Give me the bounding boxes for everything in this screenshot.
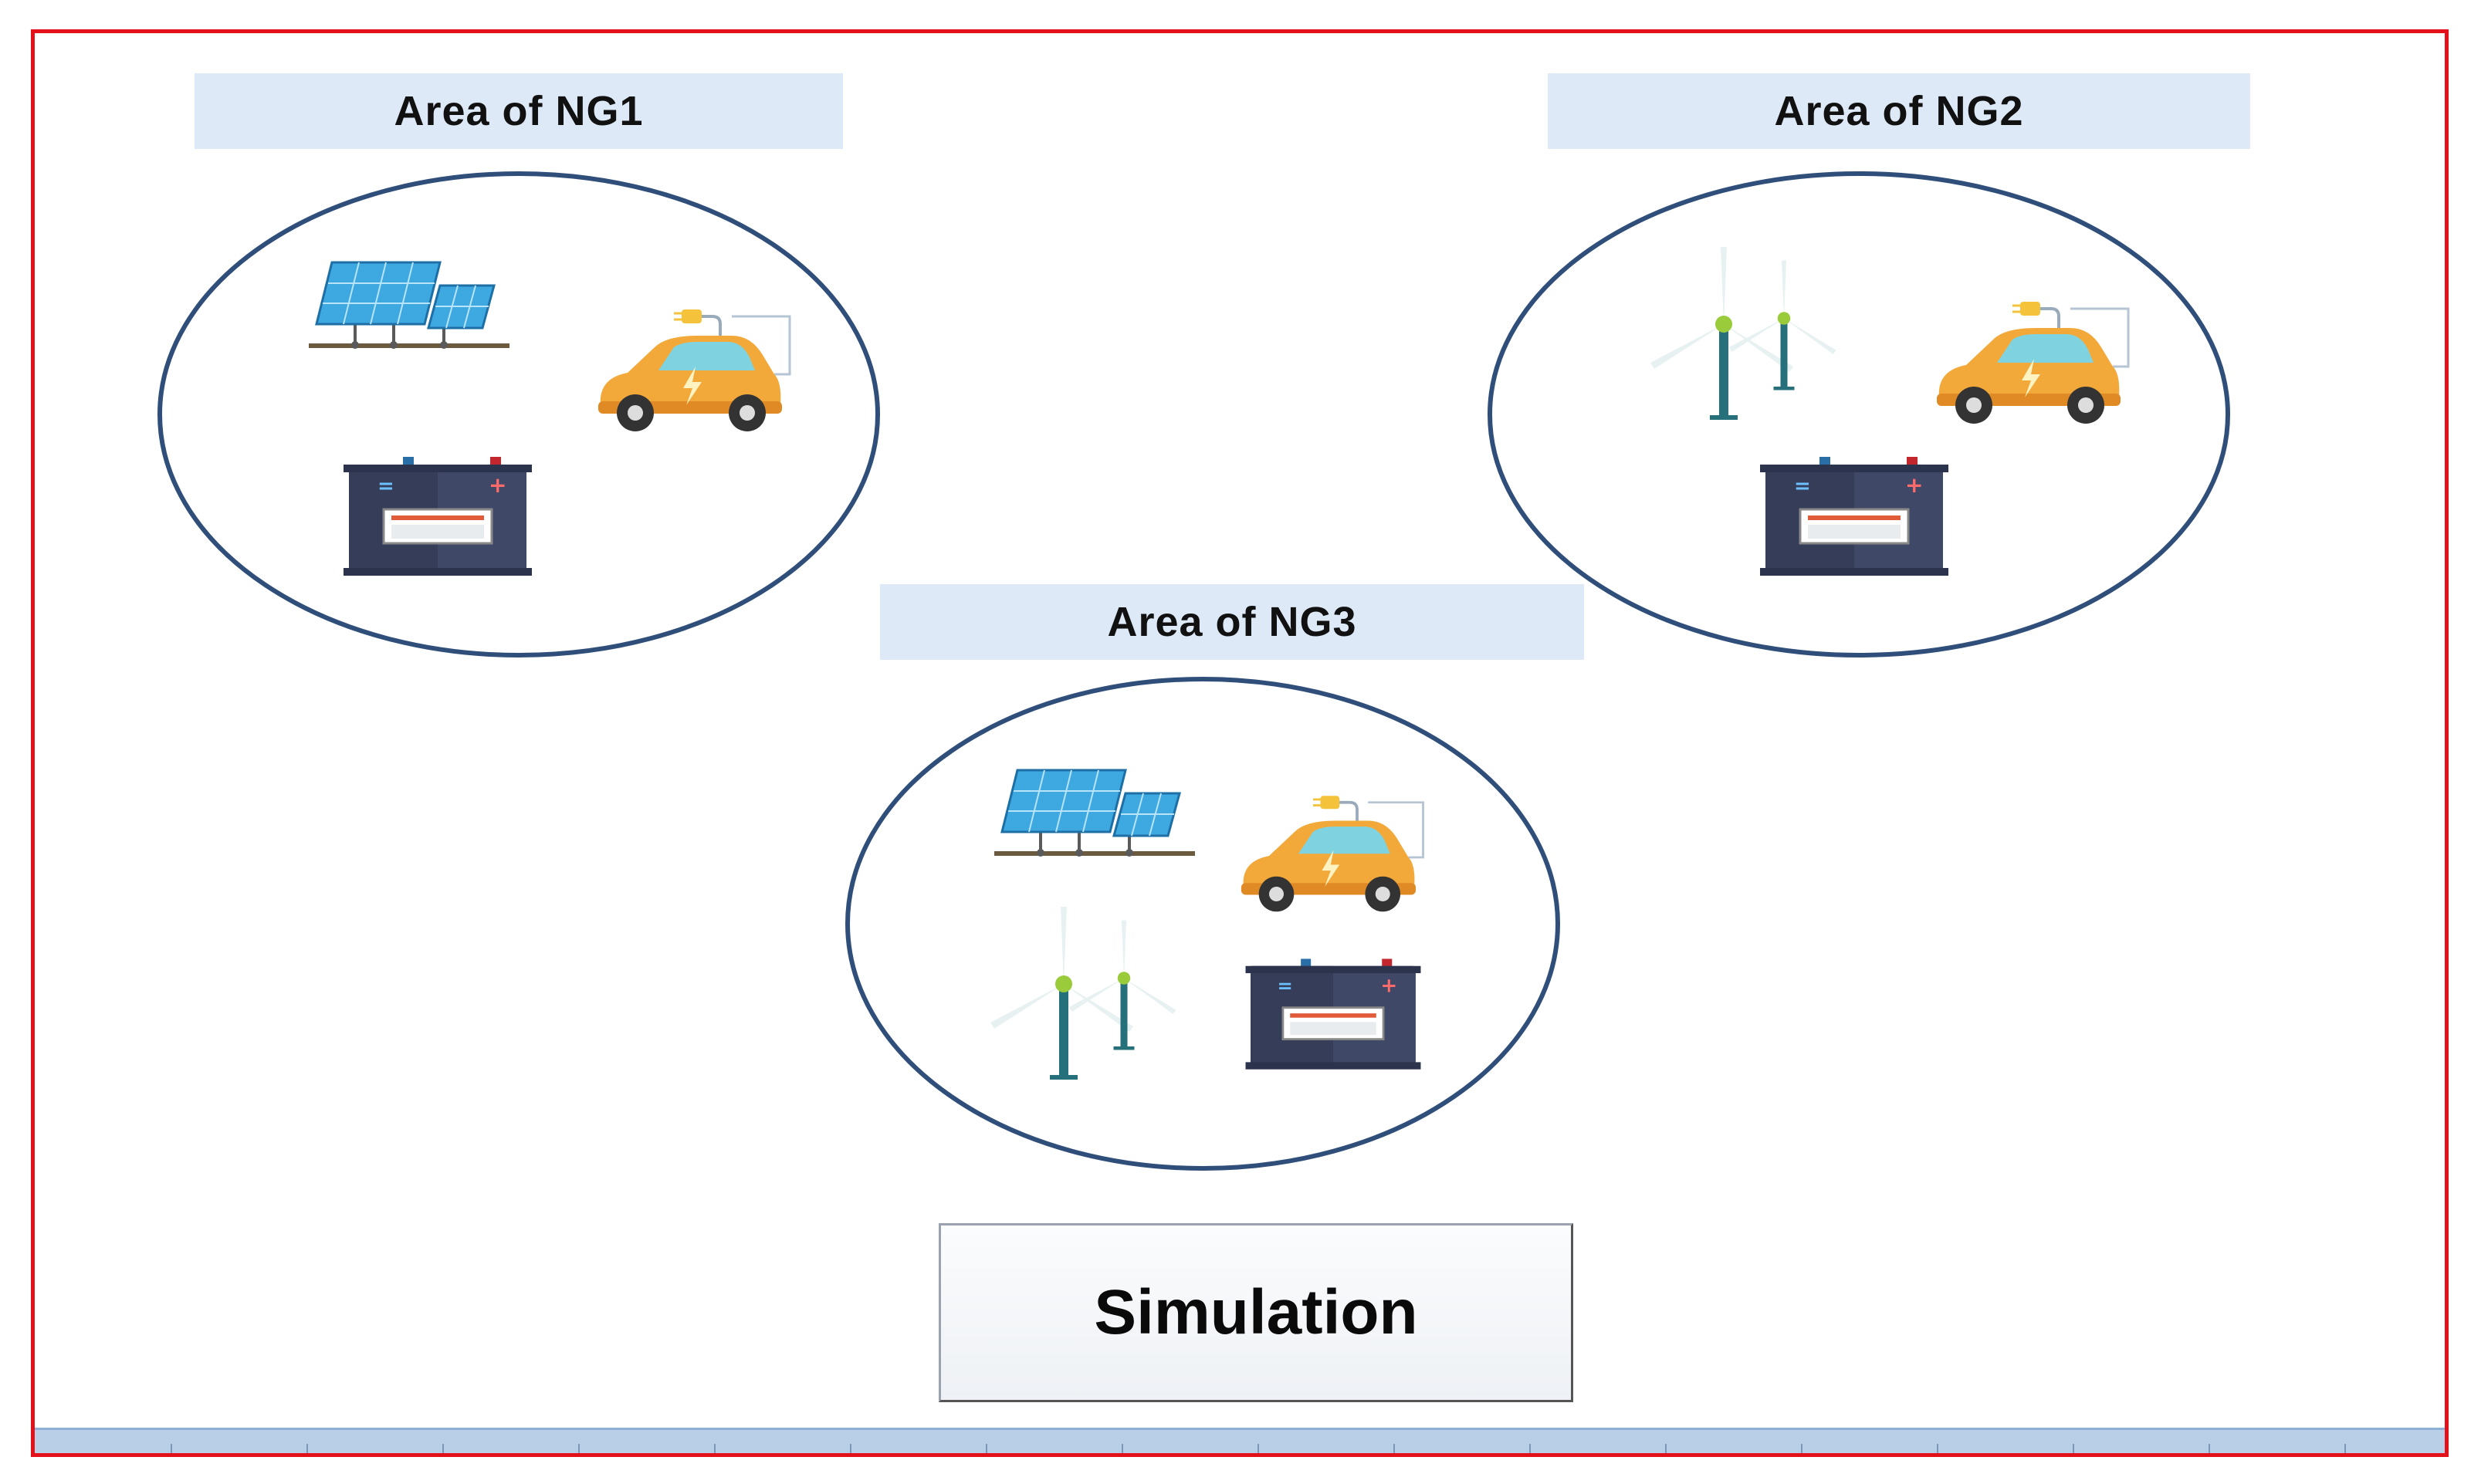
- area-ng1: [157, 171, 880, 657]
- solar-panel-icon: [993, 769, 1197, 858]
- column-divider: [442, 1444, 444, 1453]
- column-divider: [1258, 1444, 1259, 1453]
- column-divider: [1393, 1444, 1395, 1453]
- electric-car-icon: [1935, 300, 2130, 425]
- column-divider: [1529, 1444, 1531, 1453]
- area-ng3-boundary: [845, 677, 1560, 1171]
- simulation-button[interactable]: Simulation: [939, 1223, 1573, 1402]
- column-divider: [578, 1444, 580, 1453]
- column-divider: [1801, 1444, 1802, 1453]
- column-divider: [850, 1444, 851, 1453]
- column-divider: [714, 1444, 716, 1453]
- column-divider: [986, 1444, 987, 1453]
- column-divider: [1665, 1444, 1667, 1453]
- column-divider: [1937, 1444, 1938, 1453]
- column-divider: [2073, 1444, 2074, 1453]
- column-divider: [2209, 1444, 2210, 1453]
- area-label-ng3: Area of NG3: [880, 584, 1584, 660]
- area-ng2-boundary: [1488, 171, 2230, 657]
- area-label-ng2: Area of NG2: [1548, 73, 2250, 149]
- column-divider: [2344, 1444, 2346, 1453]
- electric-car-icon: [597, 308, 791, 433]
- battery-icon: [342, 455, 533, 577]
- area-ng1-boundary: [157, 171, 880, 657]
- area-ng2: [1488, 171, 2230, 657]
- sheet-bottom-strip: [35, 1428, 2445, 1453]
- area-ng3: [845, 677, 1560, 1171]
- battery-icon: [1758, 455, 1950, 577]
- column-divider: [306, 1444, 308, 1453]
- column-divider: [171, 1444, 172, 1453]
- column-divider: [1122, 1444, 1123, 1453]
- area-label-ng1: Area of NG1: [195, 73, 843, 149]
- wind-turbine-icon: [1650, 247, 1836, 420]
- solar-panel-icon: [307, 261, 511, 350]
- electric-car-icon: [1240, 794, 1425, 914]
- wind-turbine-icon: [990, 907, 1176, 1080]
- battery-icon: [1244, 958, 1422, 1071]
